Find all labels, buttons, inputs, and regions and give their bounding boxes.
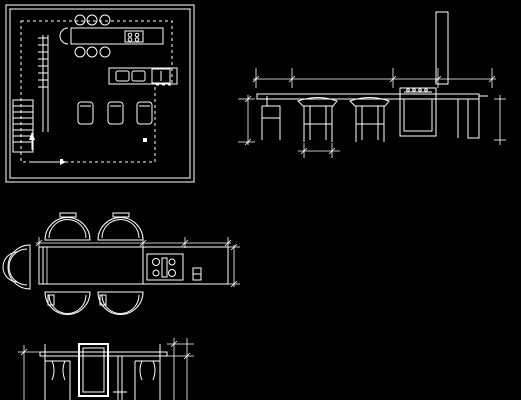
elevation-counter [256, 93, 488, 100]
outer-wall-outline [5, 4, 195, 183]
island-slab [38, 246, 229, 285]
section-height-dim-right [167, 338, 194, 400]
island-side-dimension [228, 243, 240, 288]
elevation-bar-chairs [261, 96, 390, 142]
plan-counter-sink [108, 67, 178, 85]
plan-marker [60, 159, 63, 162]
island-chairs-bottom [44, 291, 144, 315]
island-length-dimension [35, 237, 232, 248]
elevation-height-dim-right [494, 95, 506, 145]
island-section [18, 338, 194, 400]
room-boundary-dashed [20, 20, 173, 163]
plan-armchairs [77, 101, 153, 125]
section-chair-left [44, 344, 71, 400]
section-cabinet-door [82, 347, 105, 393]
stairs [12, 99, 34, 153]
section-support [113, 356, 127, 400]
elevation-right-cabinet [457, 98, 480, 139]
island-plan-detail [2, 212, 240, 315]
left-shelf-marks [38, 35, 49, 132]
hood-column [435, 11, 449, 85]
section-height-dim-left [18, 345, 48, 400]
elevation-top-dimension [252, 68, 496, 88]
island-chair-left [2, 244, 31, 290]
section-chair-right [134, 344, 161, 400]
floor-plan [5, 4, 195, 183]
elevation-bottom-dimension [298, 143, 340, 158]
island-chairs-top [44, 212, 144, 241]
elevation-stove [399, 87, 437, 137]
inner-wall-outline [9, 8, 191, 179]
section-cabinet [78, 343, 109, 397]
front-elevation [238, 11, 506, 158]
plan-island-top [59, 14, 164, 58]
island-cooktop [146, 253, 184, 281]
elevation-height-dim-left [238, 95, 255, 146]
plan-marker [143, 138, 147, 142]
